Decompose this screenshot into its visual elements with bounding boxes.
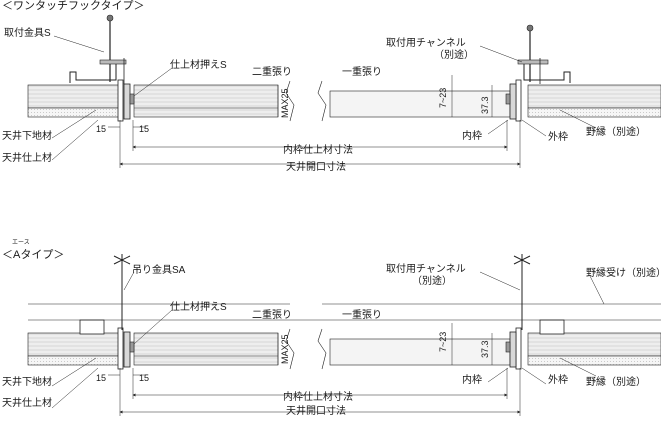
label-bracket-s: 取付金具S xyxy=(4,28,51,39)
label-outer-frame-a: 外枠 xyxy=(548,375,568,386)
section-title-hook: ＜ワンタッチフックタイプ＞ xyxy=(2,0,145,12)
hook-type-section xyxy=(27,14,661,168)
dim-37-3: 37.3 xyxy=(480,96,490,114)
presser-clip-right xyxy=(505,341,511,353)
presser-clip-left xyxy=(129,341,135,353)
label-inner-frame-a: 内枠 xyxy=(462,375,482,386)
ceiling-base-board-left xyxy=(27,332,121,357)
ceiling-finish-board-right xyxy=(527,107,661,118)
section-ruby-a: エース xyxy=(12,240,30,246)
outer-frame-left xyxy=(117,79,124,122)
label-edge-trim: 野縁（別途） xyxy=(586,127,646,138)
leader-bracket-s xyxy=(53,35,105,53)
double-layer-panel xyxy=(133,84,279,118)
label-ceiling-base-a: 天井下地材 xyxy=(2,377,52,388)
leader-presser-s xyxy=(133,67,173,97)
outer-frame-right xyxy=(515,79,522,122)
label-presser-s: 仕上材押えS xyxy=(170,60,227,71)
ceiling-base-board-right xyxy=(527,84,661,109)
single-layer-panel xyxy=(329,338,511,366)
nut-plate-right xyxy=(517,59,549,65)
label-single-layer: 一重張り xyxy=(342,67,382,78)
leader-edge-trim xyxy=(559,109,597,129)
leader-hanger-sa xyxy=(123,271,135,291)
label-inner-dimension: 内枠仕上材寸法 xyxy=(283,145,353,156)
dim-15-right: 15 xyxy=(139,124,150,134)
leader-ceiling-base xyxy=(51,357,97,387)
label-double-layer-a: 二重張り xyxy=(252,310,292,321)
wing-nut-right xyxy=(513,255,531,265)
leader-presser-s-a xyxy=(133,309,173,345)
dim-15-right-a: 15 xyxy=(139,373,150,383)
presser-clip-right xyxy=(505,93,511,105)
leader-ceiling-base xyxy=(51,109,97,139)
presser-clip-left xyxy=(129,93,135,105)
edge-channel-right xyxy=(539,319,565,335)
label-outer-frame: 外枠 xyxy=(548,132,568,143)
label-channel: 取付用チャンネル xyxy=(386,38,466,49)
label-ceiling-base: 天井下地材 xyxy=(2,131,52,142)
ceiling-finish-board-right xyxy=(527,355,661,366)
bolt-head-left xyxy=(106,14,114,22)
leader-ceiling-finish xyxy=(51,119,99,161)
label-channel-a: 取付用チャンネル xyxy=(386,264,466,275)
inner-frame-left xyxy=(123,331,131,368)
leader-outer-frame xyxy=(521,119,547,137)
dim-15-left-a: 15 xyxy=(96,373,107,383)
label-double-layer: 二重張り xyxy=(252,67,292,78)
label-channel-note: （別途） xyxy=(434,50,474,61)
inner-frame-left xyxy=(123,83,131,120)
label-edge-receiver: 野縁受け（別途） xyxy=(586,268,661,279)
label-single-layer-a: 一重張り xyxy=(342,310,382,321)
double-layer-panel xyxy=(133,332,279,366)
label-opening-dimension: 天井開口寸法 xyxy=(286,162,346,173)
leader-inner-frame xyxy=(487,119,509,135)
leader-edge-trim xyxy=(559,357,597,377)
leader-ceiling-finish xyxy=(51,367,99,409)
leader-channel xyxy=(479,45,523,63)
ceiling-base-board-left xyxy=(27,84,121,109)
break-mark-left xyxy=(285,80,295,122)
ceiling-finish-board-left xyxy=(27,107,121,118)
ceiling-base-board-right xyxy=(527,332,661,357)
outer-frame-right xyxy=(515,327,522,370)
label-presser-s-a: 仕上材押えS xyxy=(170,302,227,313)
inner-frame-right xyxy=(509,331,517,368)
inner-frame-right xyxy=(509,83,517,120)
label-inner-dimension-a: 内枠仕上材寸法 xyxy=(283,392,353,403)
ceiling-finish-board-left xyxy=(27,355,121,366)
dim-15-left: 15 xyxy=(96,124,107,134)
wing-nut-left xyxy=(113,255,131,265)
dim-max25: MAX25 xyxy=(280,88,290,118)
dim-37-3-a: 37.3 xyxy=(480,340,490,358)
break-mark-right xyxy=(317,328,327,370)
a-type-section xyxy=(27,254,661,416)
leader-channel-a xyxy=(479,271,521,291)
label-hanger-sa: 吊り金具SA xyxy=(132,265,186,276)
dim-7-23-a: 7~23 xyxy=(438,331,448,352)
dim-7-23: 7~23 xyxy=(438,87,448,108)
edge-channel-left xyxy=(79,319,105,335)
nut-plate-left xyxy=(99,59,127,65)
leader-outer-frame xyxy=(521,367,547,385)
outer-frame-left xyxy=(117,327,124,370)
label-edge-trim-a: 野縁（別途） xyxy=(586,377,646,388)
label-ceiling-finish-a: 天井仕上材 xyxy=(2,398,52,409)
break-mark-right xyxy=(317,80,327,122)
leader-edge-receiver xyxy=(589,275,605,305)
bolt-head-right xyxy=(526,24,534,32)
dim-max25-a: MAX25 xyxy=(280,334,290,364)
leader-inner-frame xyxy=(487,367,509,383)
label-inner-frame: 内枠 xyxy=(462,131,482,142)
label-ceiling-finish: 天井仕上材 xyxy=(2,153,52,164)
section-title-a: ＜Aタイプ＞ xyxy=(2,249,65,261)
label-opening-dimension-a: 天井開口寸法 xyxy=(286,406,346,417)
hook-bracket-left xyxy=(69,60,117,83)
label-channel-note-a: （別途） xyxy=(412,276,452,287)
hook-bracket-right xyxy=(523,60,571,83)
break-mark-left xyxy=(285,328,295,370)
